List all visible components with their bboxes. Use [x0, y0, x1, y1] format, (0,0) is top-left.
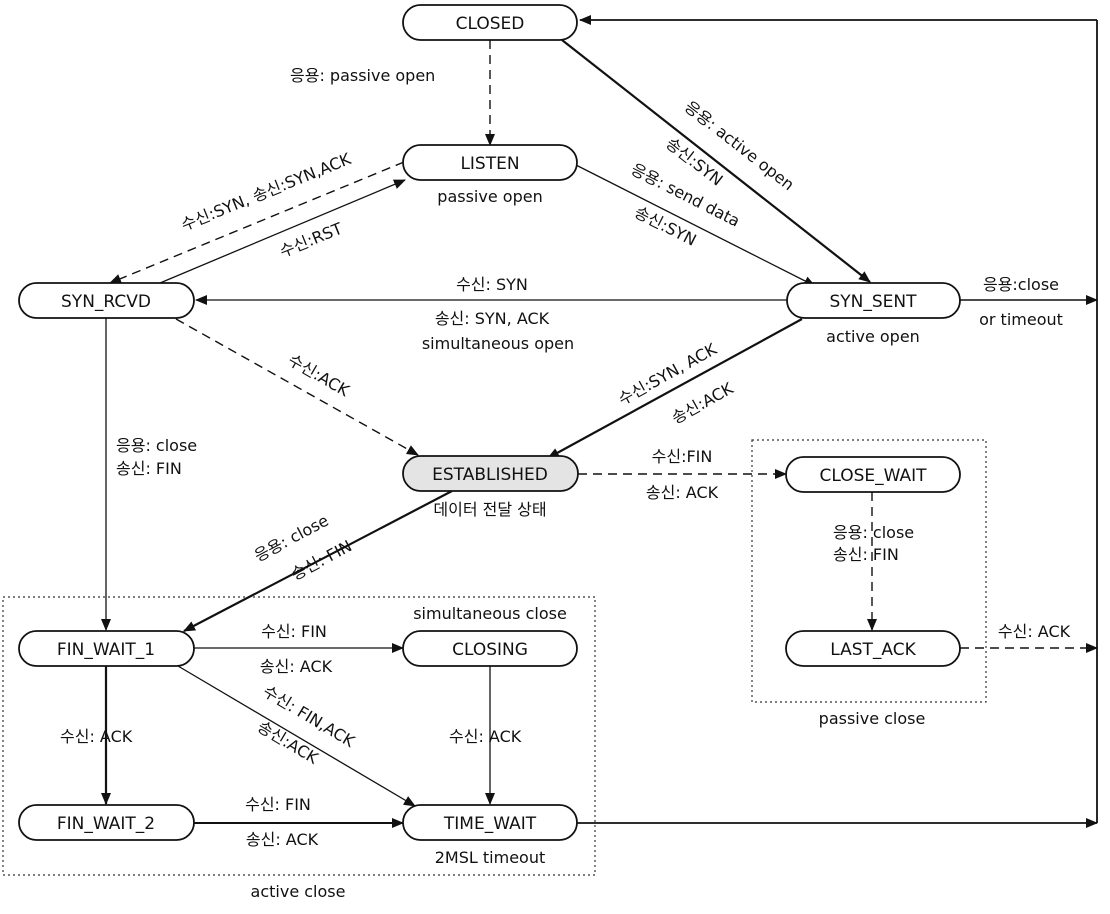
passive-close-region — [751, 439, 987, 703]
caption-active-close: active close — [251, 882, 346, 901]
label-synsent-synrcvd-3: simultaneous open — [422, 334, 574, 353]
caption-listen: passive open — [437, 187, 542, 206]
caption-time-wait: 2MSL timeout — [435, 848, 546, 867]
state-syn-rcvd: SYN_RCVD — [18, 282, 195, 319]
active-close-region — [2, 596, 596, 876]
transitions — [101, 15, 1098, 828]
label-closewait-lastack-2: 송신: FIN — [833, 545, 899, 564]
label-synsent-synrcvd-1: 수신: SYN — [456, 275, 528, 294]
edge-established-finwait1 — [183, 490, 453, 632]
state-fin-wait-2-label: FIN_WAIT_2 — [57, 814, 155, 834]
state-fin-wait-2: FIN_WAIT_2 — [18, 804, 195, 841]
state-time-wait: TIME_WAIT — [402, 804, 578, 841]
caption-established: 데이터 전달 상태 — [433, 500, 546, 519]
state-syn-sent: SYN_SENT — [786, 282, 961, 319]
state-closed: CLOSED — [402, 4, 578, 41]
edge-synrcvd-established — [175, 318, 419, 456]
caption-simultaneous-close: simultaneous close — [413, 604, 567, 623]
edge-closed-synsent — [561, 39, 871, 283]
edge-finwait1-timewait — [177, 665, 416, 807]
state-time-wait-label: TIME_WAIT — [443, 814, 537, 834]
label-listen-synrcvd: 수신:SYN, 송신:SYN,ACK — [178, 149, 353, 235]
label-established-closewait-2: 송신: ACK — [646, 483, 719, 502]
label-synsent-synrcvd-2: 송신: SYN, ACK — [435, 309, 550, 328]
state-listen-label: LISTEN — [460, 154, 519, 174]
label-synsent-closed-2: or timeout — [979, 310, 1063, 329]
state-syn-sent-label: SYN_SENT — [829, 292, 917, 312]
label-closed-listen: 응용: passive open — [290, 66, 435, 85]
state-closed-label: CLOSED — [456, 14, 525, 34]
label-closewait-lastack-1: 응용: close — [833, 523, 914, 542]
state-closing-label: CLOSING — [452, 640, 528, 660]
state-fin-wait-1: FIN_WAIT_1 — [18, 630, 195, 667]
state-established: ESTABLISHED — [402, 455, 579, 492]
state-close-wait-label: CLOSE_WAIT — [819, 466, 927, 486]
edge-synrcvd-listen — [159, 179, 406, 284]
label-synsent-closed-1: 응용:close — [983, 275, 1059, 294]
label-lastack-closed: 수신: ACK — [998, 622, 1071, 641]
label-synrcvd-established: 수신:ACK — [285, 350, 353, 400]
label-synrcvd-finwait1-1: 응용: close — [116, 436, 197, 455]
edge-listen-synsent — [573, 163, 816, 287]
state-syn-rcvd-label: SYN_RCVD — [61, 292, 151, 312]
label-closing-timewait: 수신: ACK — [449, 727, 522, 746]
state-close-wait: CLOSE_WAIT — [785, 456, 961, 493]
label-established-closewait-1: 수신:FIN — [652, 447, 713, 466]
state-last-ack-label: LAST_ACK — [830, 640, 916, 660]
label-finwait2-timewait-2: 송신: ACK — [246, 830, 319, 849]
label-finwait1-finwait2: 수신: ACK — [60, 727, 133, 746]
label-finwait2-timewait-1: 수신: FIN — [245, 795, 311, 814]
caption-passive-close: passive close — [819, 709, 926, 728]
state-fin-wait-1-label: FIN_WAIT_1 — [57, 640, 155, 660]
state-listen: LISTEN — [402, 144, 578, 181]
label-listen-synsent-2: 송신:SYN — [631, 202, 699, 249]
state-established-label: ESTABLISHED — [432, 465, 548, 485]
label-synrcvd-finwait1-2: 송신: FIN — [116, 459, 182, 478]
edge-listen-synrcvd — [109, 161, 405, 284]
label-finwait1-closing-1: 수신: FIN — [261, 622, 327, 641]
caption-syn-sent: active open — [826, 327, 920, 346]
edge-synsent-established — [547, 318, 803, 459]
state-last-ack: LAST_ACK — [785, 630, 961, 667]
label-finwait1-closing-2: 송신: ACK — [260, 657, 333, 676]
state-closing: CLOSING — [402, 630, 578, 667]
label-synrcvd-listen: 수신:RST — [277, 219, 345, 261]
